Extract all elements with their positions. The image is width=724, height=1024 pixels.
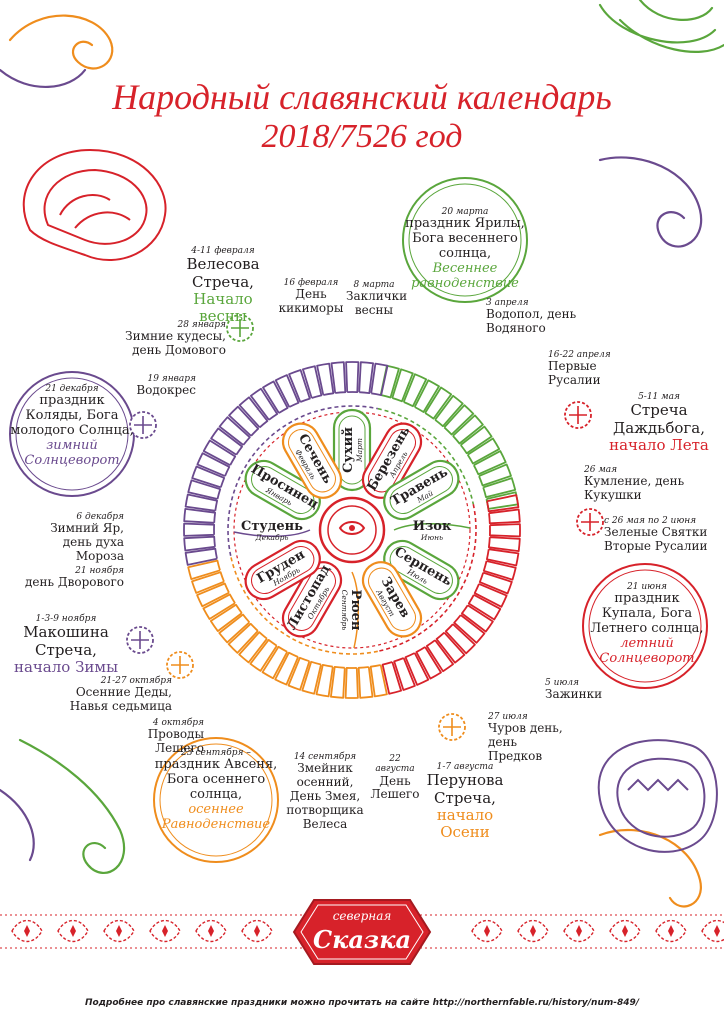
- spring-equinox-circle: [402, 177, 528, 303]
- paisley-ornament-left: [22, 148, 167, 261]
- month-gregorian: Июнь: [420, 533, 443, 542]
- swirl-ornament-bottom-right: [598, 828, 702, 908]
- month-name: Изок: [413, 519, 452, 534]
- embroidery-motif: [149, 919, 181, 943]
- page-title: Народный славянский календарь: [112, 77, 612, 117]
- month-name: Студень: [241, 519, 303, 534]
- month-gregorian: Март: [355, 438, 364, 463]
- paisley-ornament-right: [597, 739, 718, 853]
- swirl-ornament-left-bottom-2: [0, 788, 35, 862]
- month-gregorian: Декабрь: [255, 533, 289, 542]
- swirl-ornament-top-left-2: [0, 68, 87, 89]
- swirl-ornament-top-right: [598, 0, 724, 53]
- swirl-ornament-left-bottom: [18, 738, 126, 875]
- cross-circle-icon: [438, 713, 466, 741]
- month-gregorian: Сентябрь: [340, 590, 349, 631]
- embroidery-motif: [563, 919, 595, 943]
- footer-note: Подробнее про славянские праздники можно…: [84, 998, 640, 1008]
- sun-center-icon: [318, 496, 386, 564]
- cross-circle-icon: [166, 651, 194, 679]
- embroidery-motif: [655, 919, 687, 943]
- cross-circle-icon: [129, 411, 157, 439]
- calendar-wheel: [183, 361, 521, 699]
- cross-circle-icon: [576, 508, 604, 536]
- season-arc: [187, 555, 388, 699]
- summer-solstice-circle: [582, 563, 708, 689]
- season-arc: [377, 494, 521, 695]
- cross-circle-icon: [564, 401, 592, 429]
- cross-circle-icon: [126, 626, 154, 654]
- autumn-equinox-circle: [153, 737, 279, 863]
- embroidery-motif: [103, 919, 135, 943]
- swirl-ornament-top-left: [8, 14, 114, 70]
- embroidery-motif: [517, 919, 549, 943]
- embroidery-motif: [57, 919, 89, 943]
- event-avsen: 23 сентября –праздник Авсеня, Бога осенн…: [154, 748, 278, 833]
- season-arc: [183, 361, 389, 566]
- swirl-ornament-right: [598, 156, 703, 248]
- embroidery-motif: [11, 919, 43, 943]
- cross-circle-icon: [226, 314, 254, 342]
- embroidery-motif: [701, 919, 724, 943]
- embroidery-motif: [609, 919, 641, 943]
- month-name: Сухий: [341, 427, 356, 473]
- severnaya-skazka-logo: северная Сказка: [292, 899, 432, 965]
- svg-text:Сказка: Сказка: [313, 925, 411, 954]
- embroidery-motif: [195, 919, 227, 943]
- month-name: Рюен: [348, 590, 363, 631]
- page-subtitle: 2018/7526 год: [261, 118, 463, 155]
- season-arc: [377, 364, 519, 510]
- svg-text:северная: северная: [333, 909, 392, 923]
- embroidery-motif: [241, 919, 273, 943]
- embroidery-motif: [471, 919, 503, 943]
